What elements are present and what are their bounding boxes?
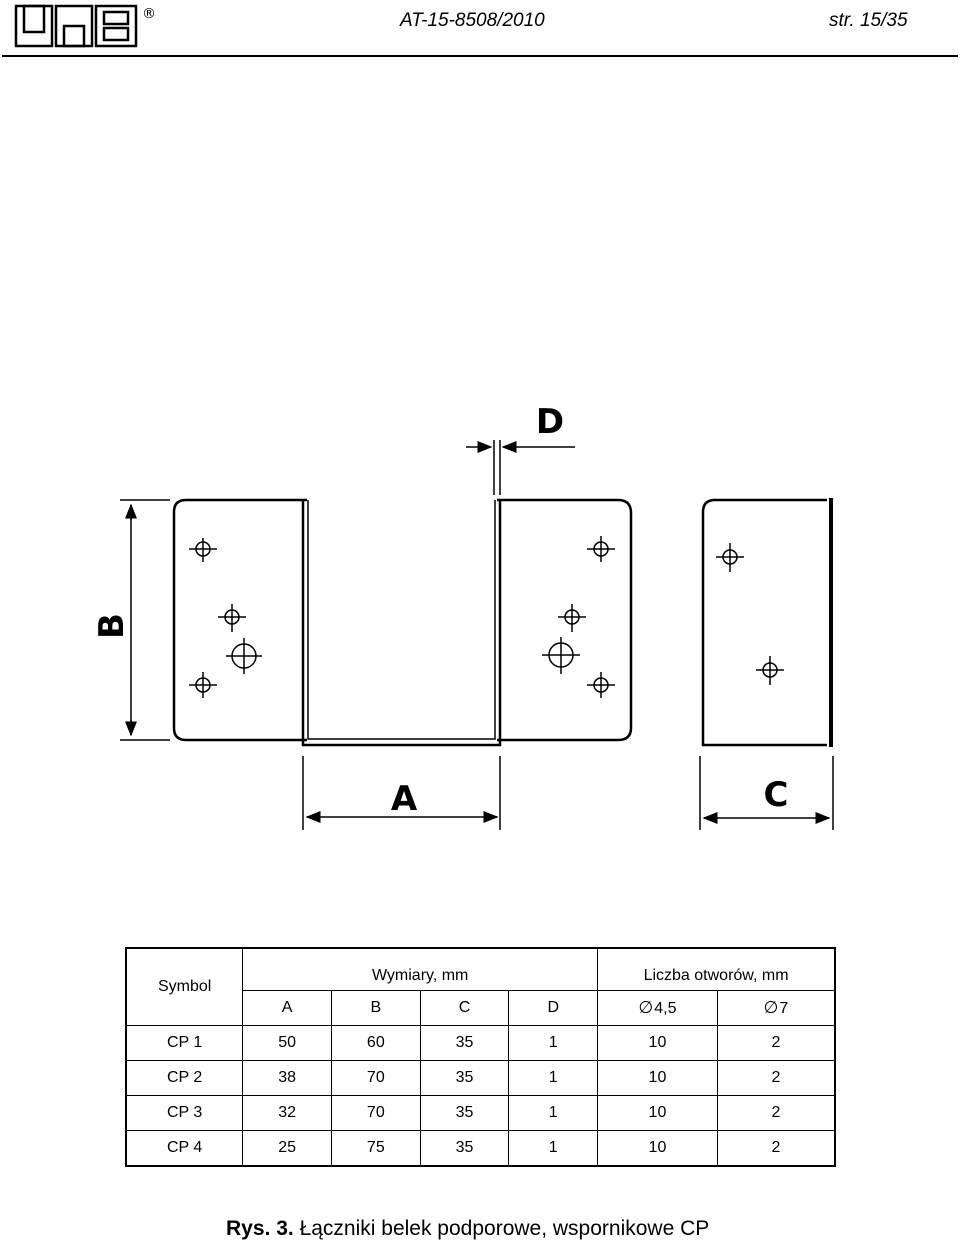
figure-label: Rys. 3.	[226, 1217, 294, 1240]
dimension-d	[466, 440, 575, 495]
row-d: 1	[508, 1095, 599, 1131]
row-holes-45: 10	[597, 1025, 718, 1061]
row-a: 32	[242, 1095, 332, 1131]
table-row: CP 4 25 75 35 1 10 2	[125, 1130, 836, 1167]
dimensions-table: Symbol Wymiary, mm Liczba otworów, mm A …	[125, 947, 836, 1167]
row-holes-7: 2	[716, 1025, 836, 1061]
figure-caption: Rys. 3. Łączniki belek podporowe, wsporn…	[226, 1217, 709, 1241]
column-holes-45-header: ∅4,5	[597, 990, 718, 1026]
itb-logo: ®	[14, 4, 154, 48]
row-b: 75	[330, 1130, 421, 1167]
left-flange-holes	[189, 538, 262, 698]
row-symbol: CP 3	[125, 1095, 244, 1131]
registered-mark: ®	[142, 6, 154, 22]
dimension-c-label: C	[764, 775, 789, 815]
left-flange	[172, 498, 307, 742]
figure-caption-text: Łączniki belek podporowe, wspornikowe CP	[299, 1217, 710, 1240]
table-row: CP 1 50 60 35 1 10 2	[125, 1025, 836, 1061]
dimensions-header: Wymiary, mm	[242, 947, 599, 991]
row-c: 35	[419, 1130, 510, 1167]
document-number: AT-15-8508/2010	[400, 10, 545, 31]
row-holes-7: 2	[716, 1060, 836, 1096]
holes-header: Liczba otworów, mm	[597, 947, 836, 991]
table-row: CP 2 38 70 35 1 10 2	[125, 1060, 836, 1096]
row-holes-7: 2	[716, 1130, 836, 1167]
row-a: 25	[242, 1130, 332, 1167]
page-number: str. 15/35	[829, 10, 908, 31]
diameter-icon: ∅	[638, 998, 654, 1018]
hole-size-label: 4,5	[654, 1000, 677, 1017]
connector-technical-drawing: B A C D	[92, 402, 834, 830]
column-d-header: D	[508, 990, 599, 1026]
row-d: 1	[508, 1060, 599, 1096]
row-symbol: CP 1	[125, 1025, 244, 1061]
row-c: 35	[419, 1095, 510, 1131]
row-holes-45: 10	[597, 1095, 718, 1131]
row-holes-7: 2	[716, 1095, 836, 1131]
row-holes-45: 10	[597, 1060, 718, 1096]
row-symbol: CP 4	[125, 1130, 244, 1167]
dimension-a	[302, 756, 501, 830]
dimension-b-label: B	[92, 613, 132, 639]
dimension-a-label: A	[391, 779, 418, 819]
symbol-header: Symbol	[125, 947, 244, 1026]
side-view-holes	[716, 543, 784, 685]
column-a-header: A	[242, 990, 332, 1026]
header-divider	[2, 55, 958, 57]
row-holes-45: 10	[597, 1130, 718, 1167]
right-flange	[497, 498, 633, 742]
u-channel	[301, 500, 502, 747]
row-b: 70	[330, 1060, 421, 1096]
hole-size-label: 7	[779, 1000, 789, 1017]
row-b: 70	[330, 1095, 421, 1131]
dimension-d-label: D	[536, 402, 564, 442]
row-d: 1	[508, 1130, 599, 1167]
row-symbol: CP 2	[125, 1060, 244, 1096]
right-flange-holes	[542, 536, 615, 698]
dimension-b	[120, 499, 170, 741]
table-header-row: Symbol Wymiary, mm Liczba otworów, mm	[125, 947, 836, 1026]
row-a: 50	[242, 1025, 332, 1061]
diameter-icon: ∅	[763, 998, 779, 1018]
column-c-header: C	[419, 990, 510, 1026]
row-a: 38	[242, 1060, 332, 1096]
table-row: CP 3 32 70 35 1 10 2	[125, 1095, 836, 1131]
row-c: 35	[419, 1025, 510, 1061]
row-b: 60	[330, 1025, 421, 1061]
row-d: 1	[508, 1025, 599, 1061]
row-c: 35	[419, 1060, 510, 1096]
column-b-header: B	[330, 990, 421, 1026]
dimension-c	[699, 756, 834, 830]
column-holes-7-header: ∅7	[716, 990, 836, 1026]
side-view-plate	[701, 498, 827, 747]
